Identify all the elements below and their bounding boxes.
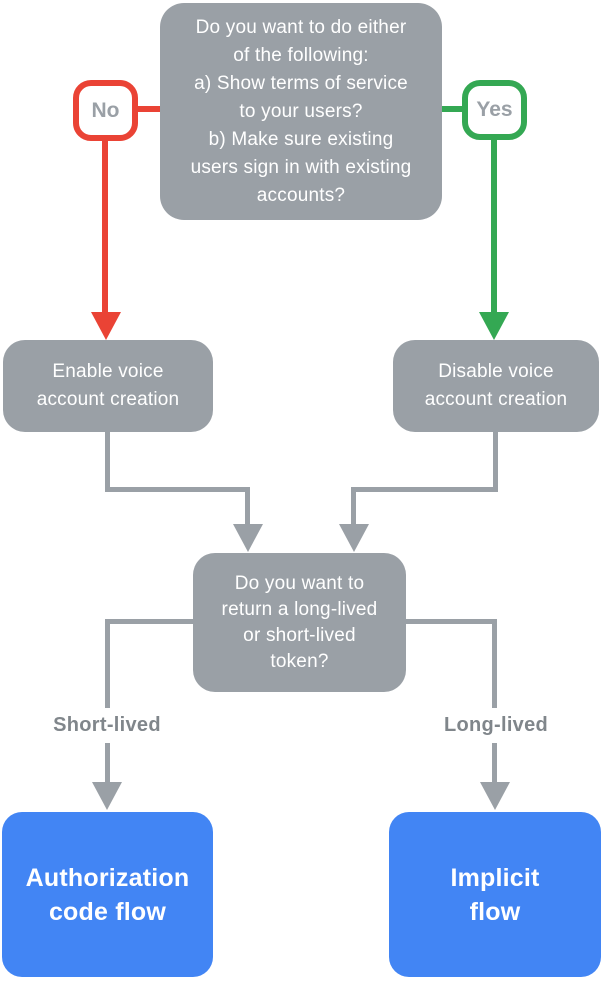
enable-voice-node: Enable voice account creation — [3, 340, 213, 432]
yes-badge: Yes — [462, 80, 527, 140]
short-lived-label-text: Short-lived — [53, 714, 161, 736]
no-branch-connector-horizontal — [138, 106, 160, 112]
implicit-flow-text: Implicit flow — [450, 863, 540, 926]
authorization-code-flow-node: Authorization code flow — [2, 812, 213, 977]
yes-branch-connector-horizontal — [442, 106, 462, 112]
enable-in-connector-vertical — [245, 487, 250, 525]
no-branch-connector-vertical — [102, 139, 108, 313]
enable-out-connector-vertical — [105, 430, 110, 492]
long-lived-label-text: Long-lived — [443, 714, 549, 736]
no-badge-label: No — [91, 98, 120, 122]
disable-out-connector-vertical — [493, 430, 498, 492]
disable-voice-text: Disable voice account creation — [424, 361, 568, 410]
enable-out-connector-horizontal — [105, 487, 250, 492]
disable-out-connector-horizontal — [351, 487, 498, 492]
enable-voice-text: Enable voice account creation — [36, 361, 180, 410]
short-lived-arrowhead-icon — [92, 782, 122, 810]
no-branch-arrowhead-icon — [91, 312, 121, 340]
authorization-code-flow-text: Authorization code flow — [25, 863, 190, 926]
long-lived-connector-vertical — [492, 619, 497, 783]
implicit-flow-node: Implicit flow — [389, 812, 601, 977]
yes-branch-connector-vertical — [491, 138, 497, 313]
token-question-node: Do you want to return a long-lived or sh… — [193, 553, 406, 692]
long-lived-arrowhead-icon — [480, 782, 510, 810]
yes-branch-arrowhead-icon — [479, 312, 509, 340]
top-question-node: Do you want to do either of the followin… — [160, 3, 442, 220]
token-question-text: Do you want to return a long-lived or sh… — [221, 572, 378, 672]
disable-in-arrowhead-icon — [339, 524, 369, 552]
yes-badge-label: Yes — [476, 98, 513, 121]
top-question-text: Do you want to do either of the followin… — [190, 16, 412, 206]
no-badge: No — [73, 80, 138, 141]
disable-in-connector-vertical — [351, 487, 356, 525]
enable-in-arrowhead-icon — [233, 524, 263, 552]
short-lived-connector-vertical — [105, 619, 110, 783]
long-lived-connector-horizontal — [406, 619, 497, 624]
short-lived-edge-label: Short-lived — [22, 708, 192, 743]
short-lived-connector-horizontal — [105, 619, 193, 624]
long-lived-edge-label: Long-lived — [412, 708, 580, 743]
disable-voice-node: Disable voice account creation — [393, 340, 599, 432]
